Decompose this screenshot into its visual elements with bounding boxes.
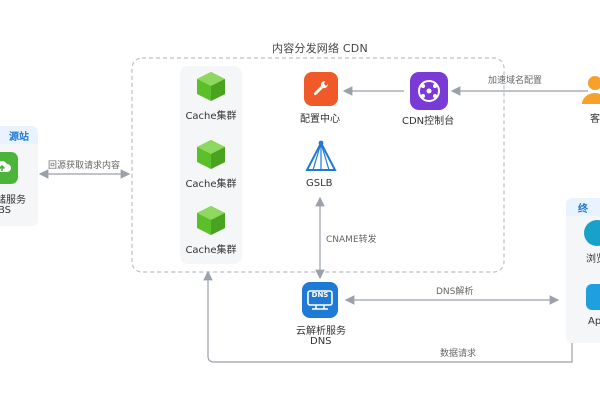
wrench-icon [304, 72, 338, 106]
cube-icon [197, 206, 225, 235]
dns-node[interactable]: DNS [302, 282, 338, 318]
terminal-tab-label: 终 [578, 203, 588, 215]
accelerate-config-label: 加速域名配置 [488, 76, 543, 86]
storage-sublabel: BS [0, 205, 12, 216]
browser-icon [584, 220, 600, 246]
origin-tab: 源站 [0, 126, 38, 144]
cache-label: Cache集群 [185, 179, 237, 190]
app-icon [586, 284, 600, 310]
cdn-title: 内容分发网络 CDN [272, 42, 368, 55]
gslb-label: GSLB [306, 178, 333, 189]
client-node[interactable] [580, 74, 600, 104]
cube-icon [197, 140, 225, 169]
app-label: Ap [588, 316, 600, 327]
data-request-label: 数据请求 [440, 349, 477, 359]
data-request-connector [203, 270, 573, 363]
dns-sublabel: DNS [310, 336, 332, 347]
cdn-container-border [131, 57, 505, 273]
terminal-tab: 终 [566, 198, 600, 216]
client-label: 客 [590, 114, 600, 125]
dns-label: 云解析服务 [296, 326, 346, 337]
cache-label: Cache集群 [185, 111, 237, 122]
cache-item[interactable]: Cache集群 [180, 138, 242, 190]
dns-icon-text: DNS [311, 291, 329, 299]
cache-label: Cache集群 [185, 245, 237, 256]
config-center-label: 配置中心 [300, 114, 340, 125]
config-center-node[interactable] [300, 72, 342, 106]
cdn-console-label: CDN控制台 [402, 116, 455, 127]
origin-panel: 源站 储服务 BS [0, 126, 38, 226]
user-icon [582, 76, 600, 104]
cname-label: CNAME转发 [326, 235, 377, 245]
triangle-network-icon [305, 140, 337, 171]
cdn-console-node[interactable] [410, 72, 448, 110]
cache-item[interactable]: Cache集群 [180, 70, 242, 122]
storage-icon [0, 152, 18, 184]
terminal-panel: 终 浏览 Ap [566, 198, 600, 343]
origin-connector-label: 回源获取请求内容 [48, 161, 121, 171]
gslb-node[interactable] [304, 140, 338, 174]
dns-resolve-label: DNS解析 [436, 287, 474, 297]
dns-icon [307, 290, 333, 310]
cloud-upload-icon [0, 161, 11, 172]
browser-label: 浏览 [586, 254, 600, 265]
cache-item[interactable]: Cache集群 [180, 204, 242, 256]
storage-label: 储服务 [0, 195, 26, 206]
origin-tab-label: 源站 [9, 131, 29, 143]
cube-icon [197, 72, 225, 101]
console-network-icon [418, 80, 440, 102]
